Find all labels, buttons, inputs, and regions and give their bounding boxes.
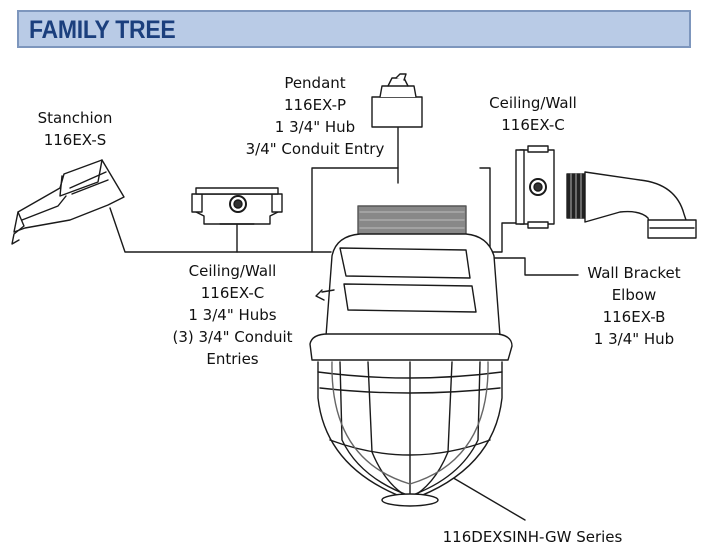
label-line: 116EX-C <box>501 116 565 134</box>
label-line: 116DEXSINH-GW Series <box>442 528 623 546</box>
label-line: (3) 3/4" Conduit <box>172 328 293 346</box>
ceiling-wall-bottom-label: Ceiling/Wall 116EX-C 1 3/4" Hubs (3) 3/4… <box>165 260 300 370</box>
label-line: 3/4" Conduit Entry <box>245 140 385 158</box>
connector-lines <box>109 127 579 521</box>
label-line: 116EX-B <box>602 308 666 326</box>
wall-bracket-elbow-icon <box>566 171 697 239</box>
label-line: 1 3/4" Hub <box>274 118 356 136</box>
stanchion-label: Stanchion 116EX-S <box>30 107 120 151</box>
label-line: 116EX-P <box>283 96 347 114</box>
pendant-icon <box>371 73 423 128</box>
label-line: Elbow <box>611 286 657 304</box>
label-line: 116EX-C <box>200 284 265 302</box>
section-title: FAMILY TREE <box>29 16 176 44</box>
stanchion-icon <box>11 159 125 245</box>
label-line: Stanchion <box>37 109 113 127</box>
light-fixture-icon <box>309 205 513 507</box>
label-line: 116EX-S <box>43 131 107 149</box>
label-line: Pendant <box>284 74 346 92</box>
series-label: 116DEXSINH-GW Series <box>425 526 640 548</box>
pendant-label: Pendant 116EX-P 1 3/4" Hub 3/4" Conduit … <box>240 72 390 160</box>
label-line: 1 3/4" Hubs <box>188 306 277 324</box>
ceiling-box-icon <box>191 187 283 225</box>
label-line: Wall Bracket <box>587 264 681 282</box>
label-line: Ceiling/Wall <box>489 94 577 112</box>
label-line: Ceiling/Wall <box>188 262 277 280</box>
section-header: FAMILY TREE <box>17 10 691 48</box>
ceiling-box-icon <box>515 145 555 229</box>
label-line: 1 3/4" Hub <box>593 330 675 348</box>
label-line: Entries <box>206 350 259 368</box>
wall-bracket-label: Wall Bracket Elbow 116EX-B 1 3/4" Hub <box>578 262 690 350</box>
ceiling-wall-right-label: Ceiling/Wall 116EX-C <box>478 92 588 136</box>
